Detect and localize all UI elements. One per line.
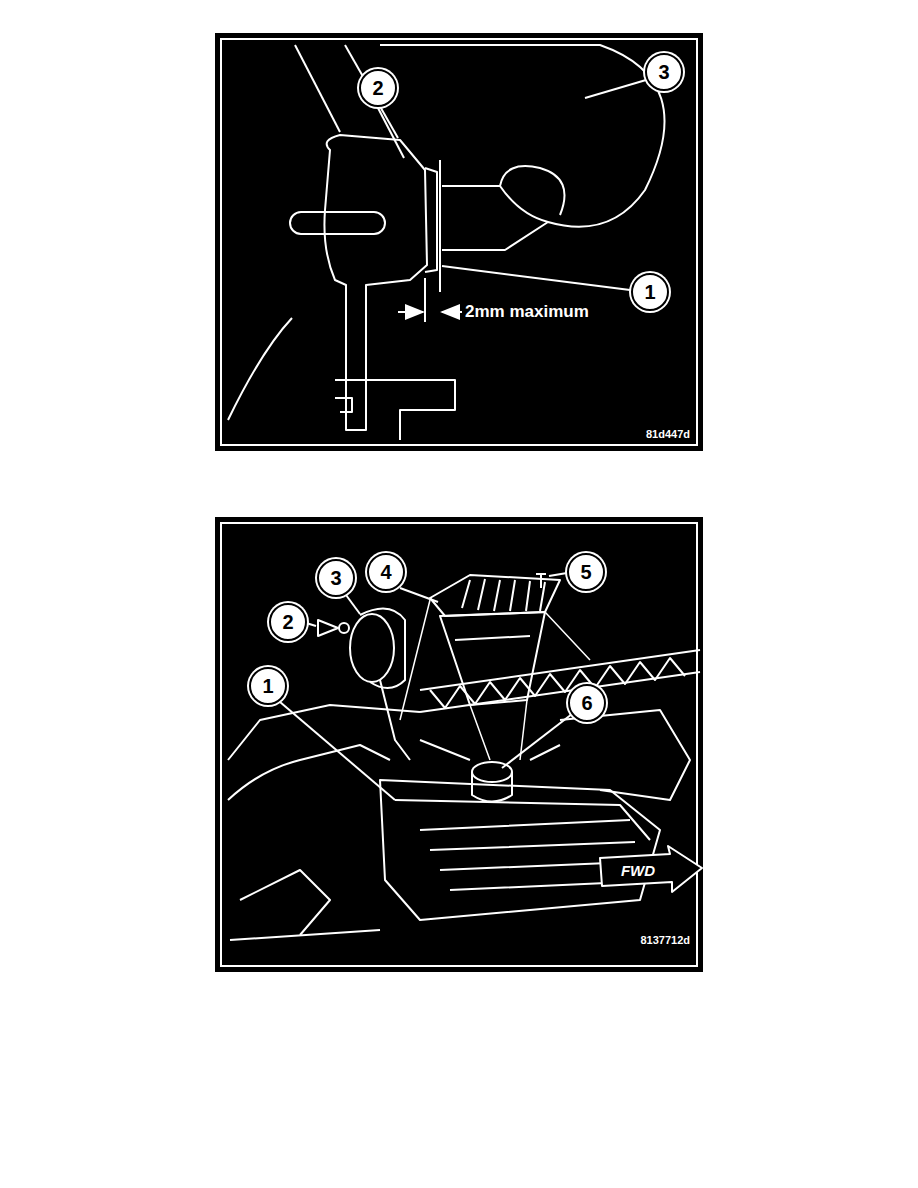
leader-line xyxy=(306,623,316,626)
resonator-drawing xyxy=(228,45,665,440)
callout-number: 5 xyxy=(567,553,605,591)
leader-line xyxy=(442,266,630,290)
callout-number: 1 xyxy=(249,667,287,705)
figure-code: 8137712d xyxy=(640,934,690,947)
callout-number: 4 xyxy=(367,553,405,591)
callout-number: 3 xyxy=(645,53,683,91)
leader-line xyxy=(502,714,572,768)
panel-ground xyxy=(215,517,703,972)
callout-number: 6 xyxy=(568,684,606,722)
dimension-label: 2mm maximum xyxy=(463,302,591,322)
callout-number: 2 xyxy=(359,69,397,107)
leader-line xyxy=(346,595,360,614)
air-cleaner-drawing xyxy=(228,573,702,940)
leader-line xyxy=(549,573,567,576)
leader-line xyxy=(585,80,646,98)
leader-line xyxy=(280,702,395,800)
panel-ground xyxy=(215,33,703,451)
leader-line xyxy=(378,108,404,158)
panel-border xyxy=(221,39,697,445)
leader-line xyxy=(400,588,438,602)
callout-number: 3 xyxy=(317,559,355,597)
panel-border xyxy=(221,523,697,966)
figure-code: 81d447d xyxy=(646,428,690,441)
callout-number: 2 xyxy=(269,603,307,641)
forward-arrow-label: FWD xyxy=(621,862,655,880)
callout-number: 1 xyxy=(631,273,669,311)
